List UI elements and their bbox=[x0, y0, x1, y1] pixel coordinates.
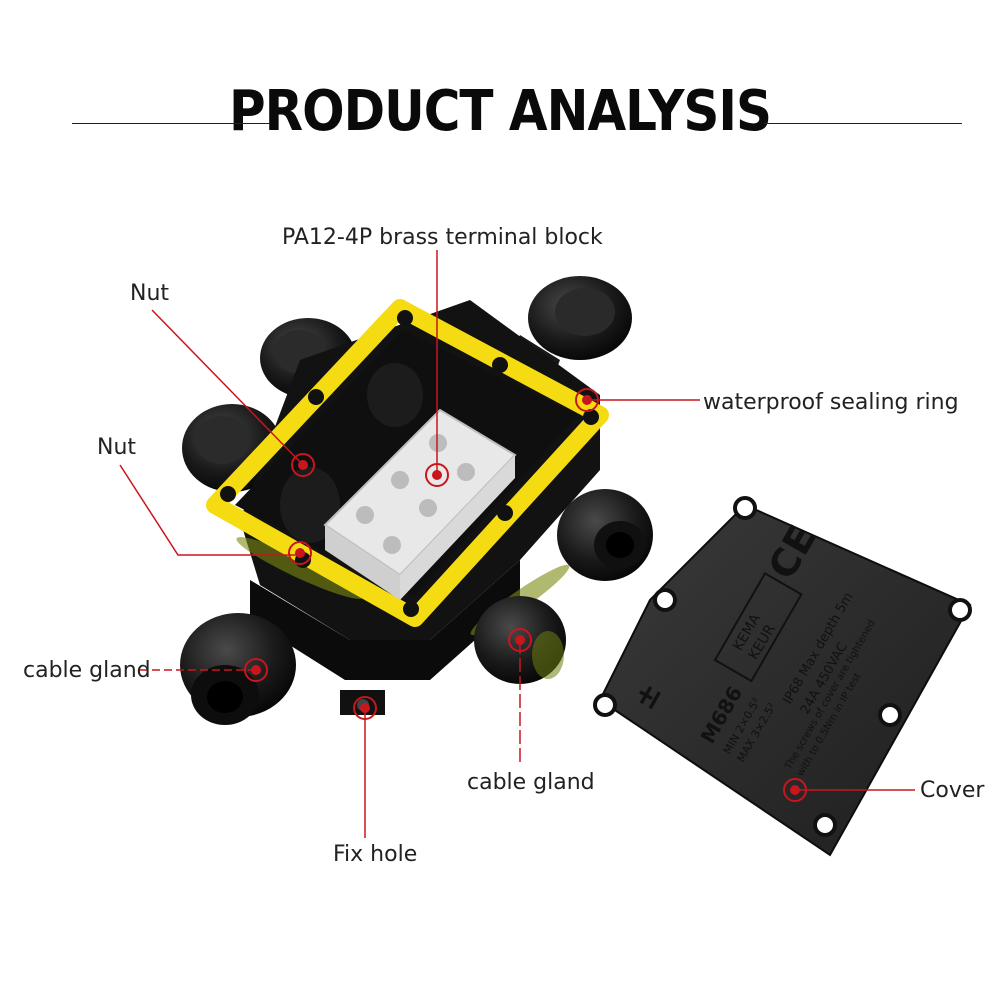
label-fix-hole: Fix hole bbox=[333, 842, 418, 867]
label-cover: Cover bbox=[920, 778, 985, 803]
terminal-block bbox=[323, 408, 517, 600]
leader-nut-top bbox=[151, 309, 304, 466]
marker-terminal-block bbox=[425, 463, 449, 487]
cable-gland-front-left bbox=[180, 613, 296, 725]
page-title: PRODUCT ANALYSIS bbox=[228, 78, 772, 144]
label-cable-gland-right: cable gland bbox=[467, 770, 595, 795]
label-sealing-ring: waterproof sealing ring bbox=[703, 390, 959, 415]
marker-sealing-ring bbox=[575, 388, 599, 412]
marker-cable-gland-right bbox=[508, 628, 532, 652]
label-terminal-block: PA12-4P brass terminal block bbox=[282, 225, 603, 250]
marker-nut-top bbox=[291, 453, 315, 477]
title-rule-left bbox=[72, 123, 270, 124]
cover bbox=[593, 496, 972, 857]
markers bbox=[244, 388, 807, 802]
marker-cable-gland-left bbox=[244, 658, 268, 682]
title-rule-right bbox=[764, 123, 962, 124]
cable-gland-right-mid bbox=[557, 489, 653, 581]
marker-nut-mid bbox=[288, 541, 312, 565]
label-nut-top: Nut bbox=[130, 281, 170, 306]
label-nut-mid: Nut bbox=[97, 435, 137, 460]
inner-nut-hole-back bbox=[367, 363, 423, 427]
leader-lines bbox=[119, 250, 915, 838]
marker-fix-hole bbox=[353, 696, 377, 720]
label-cable-gland-left: cable gland bbox=[23, 658, 151, 683]
marker-cover bbox=[783, 778, 807, 802]
leader-nut-mid bbox=[119, 464, 300, 556]
